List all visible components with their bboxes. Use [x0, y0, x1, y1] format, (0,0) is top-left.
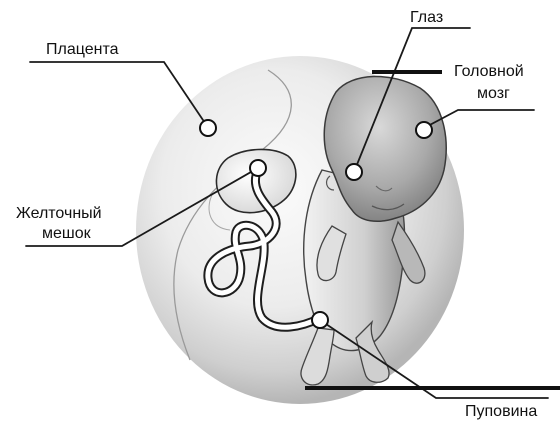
label-yolk-line2: мешок: [42, 225, 92, 242]
label-eye: Глаз: [410, 9, 443, 26]
overlay-bar-top: [372, 70, 442, 74]
label-placenta: Плацента: [46, 41, 119, 58]
eye-marker: [346, 164, 362, 180]
placenta-marker: [200, 120, 216, 136]
cord-marker: [312, 312, 328, 328]
overlay-bar-bottom: [305, 386, 560, 390]
yolk-sac-marker: [250, 160, 266, 176]
label-cord: Пуповина: [465, 403, 537, 420]
brain-marker: [416, 122, 432, 138]
label-brain-line2: мозг: [477, 85, 510, 102]
label-brain-line1: Головной: [454, 63, 524, 80]
label-yolk-line1: Желточный: [16, 205, 102, 222]
